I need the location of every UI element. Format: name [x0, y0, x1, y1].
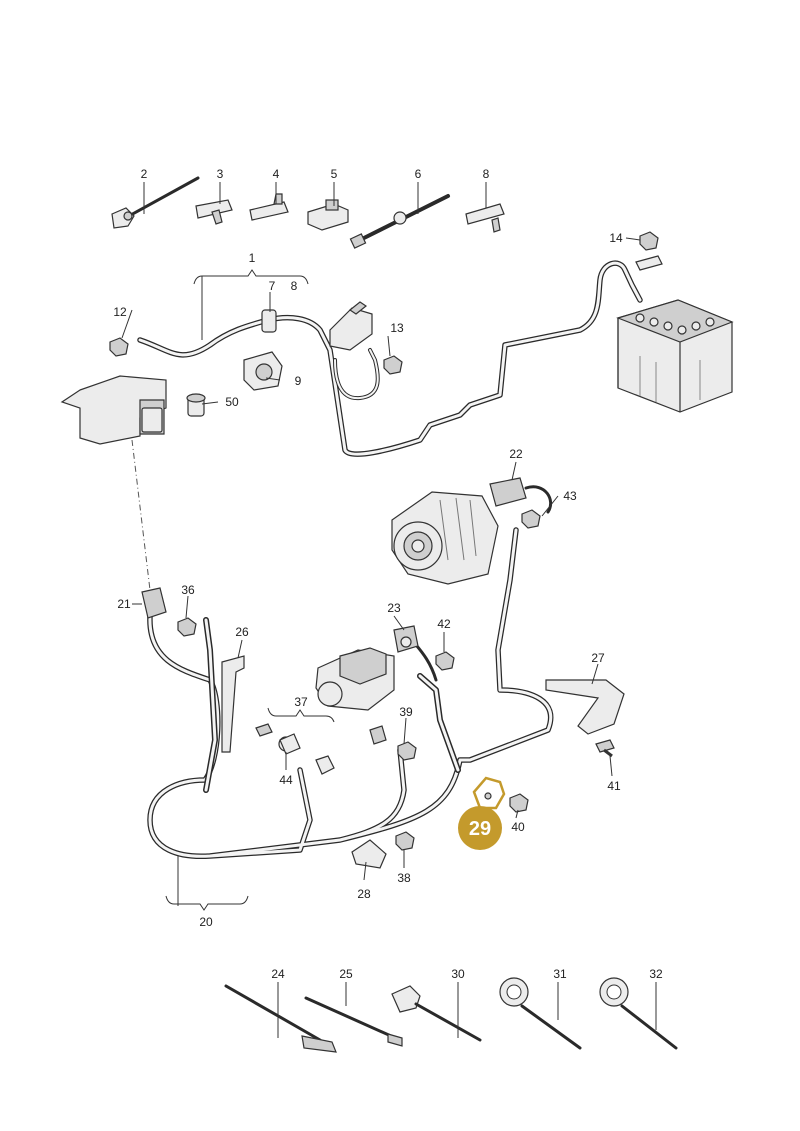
part-38-nut	[395, 831, 415, 851]
label-13: 13	[390, 321, 404, 335]
label-20: 20	[199, 915, 213, 929]
part-4-bracket	[249, 193, 289, 221]
label-6: 6	[415, 167, 422, 181]
part-50-bolt	[186, 393, 206, 417]
part-13-nut	[383, 355, 403, 375]
starter-motor	[315, 647, 395, 711]
label-3: 3	[217, 167, 224, 181]
part-3-bracket	[195, 199, 233, 225]
label-43: 43	[563, 489, 577, 503]
label-40: 40	[511, 820, 525, 834]
label-50: 50	[225, 395, 239, 409]
callout-labels: 2 3 4 5 6 8 1 7 8 12 13 9 50 14 22 43 21…	[113, 167, 663, 981]
label-4: 4	[273, 167, 280, 181]
label-24: 24	[271, 967, 285, 981]
part-9-grommet	[243, 351, 283, 391]
part-28-bracket	[351, 839, 387, 869]
highlight-badge-29[interactable]	[458, 806, 502, 850]
label-30: 30	[451, 967, 465, 981]
part-6-cable-clip	[349, 194, 450, 249]
part-12-nut	[109, 337, 129, 357]
battery	[616, 299, 734, 413]
label-21: 21	[117, 597, 131, 611]
part-25-cable-tie	[304, 996, 403, 1047]
part-42-nut	[435, 651, 455, 671]
label-29[interactable]: 29	[469, 818, 491, 840]
label-23: 23	[387, 601, 401, 615]
label-8: 8	[291, 279, 298, 293]
part-21-connector	[141, 587, 167, 619]
fuse-box-holder	[60, 375, 167, 445]
label-25: 25	[339, 967, 353, 981]
label-39: 39	[399, 705, 413, 719]
label-27: 27	[591, 651, 605, 665]
label-37: 37	[294, 695, 308, 709]
part-5-holder	[307, 199, 349, 231]
label-32: 32	[649, 967, 663, 981]
part-43-nut	[521, 509, 541, 529]
part-2-cable-tie-clip	[111, 176, 200, 229]
terminal-block	[329, 301, 373, 351]
part-31-cable-clip	[499, 977, 582, 1050]
label-12: 12	[113, 305, 127, 319]
label-38: 38	[397, 871, 411, 885]
part-26-bracket	[221, 655, 245, 753]
label-5: 5	[331, 167, 338, 181]
label-9: 9	[295, 374, 302, 388]
main-battery-cable	[137, 260, 643, 457]
part-24-cable-tie	[224, 984, 337, 1053]
label-26: 26	[235, 625, 249, 639]
label-31: 31	[553, 967, 567, 981]
part-14-nut	[635, 231, 663, 271]
part-27-bracket	[545, 679, 625, 735]
part-30-cable-tie	[391, 985, 482, 1042]
label-14: 14	[609, 231, 623, 245]
part-29-highlighted-bracket[interactable]: 29	[458, 776, 506, 850]
part-39-nut	[397, 741, 417, 761]
label-22: 22	[509, 447, 523, 461]
label-2: 2	[141, 167, 148, 181]
part-32-cable-clip	[599, 977, 678, 1050]
label-36: 36	[181, 583, 195, 597]
leader-lines	[121, 182, 657, 1038]
label-41: 41	[607, 779, 621, 793]
part-23-connector	[393, 625, 419, 653]
lower-harness	[147, 527, 554, 860]
link-line-fuse-to-21	[131, 439, 151, 591]
part-40-nut	[509, 793, 529, 813]
battery-terminal-clamp	[369, 725, 387, 745]
part-36-nut	[177, 617, 197, 637]
part-41-bolt	[595, 739, 615, 758]
label-28: 28	[357, 887, 371, 901]
label-44: 44	[279, 773, 293, 787]
battery-cells	[635, 313, 715, 335]
alternator	[391, 491, 499, 585]
part-44-clip	[279, 733, 301, 755]
part-8-bracket	[465, 203, 505, 233]
label-1: 1	[249, 251, 256, 265]
label-8-top: 8	[483, 167, 490, 181]
label-42: 42	[437, 617, 451, 631]
part-22-connector	[489, 477, 553, 514]
label-7: 7	[269, 279, 276, 293]
